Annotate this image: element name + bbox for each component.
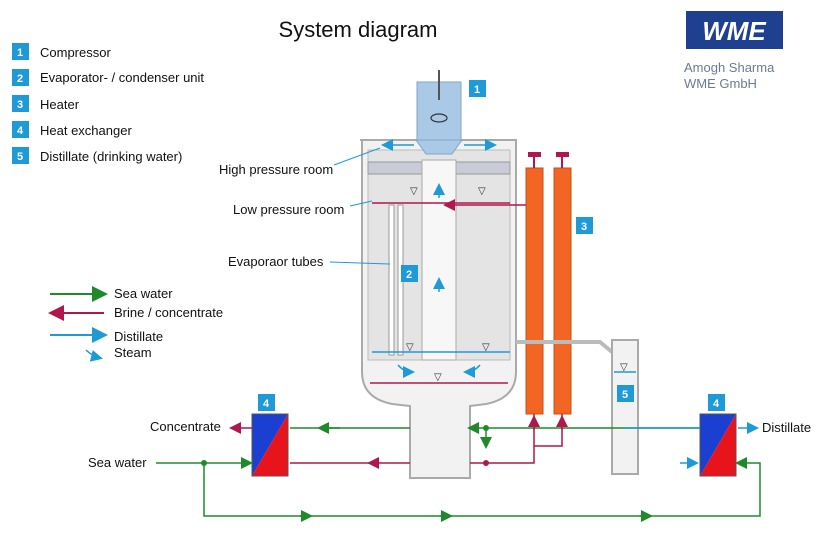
distillate-pipe	[516, 340, 614, 354]
legend-line-steam	[85, 349, 103, 362]
svg-text:4: 4	[17, 125, 24, 137]
label-evaporator-tubes: Evaporaor tubes	[228, 254, 324, 269]
svg-text:5: 5	[622, 389, 628, 401]
svg-text:▽: ▽	[620, 362, 628, 373]
legend: Sea water Brine / concentrate Distillate…	[48, 286, 223, 362]
label-low-pressure-room: Low pressure room	[233, 202, 344, 217]
label-high-pressure-room: High pressure room	[219, 162, 333, 177]
component-label-evaporator: Evaporator- / condenser unit	[40, 70, 204, 85]
badge-1	[12, 43, 29, 60]
svg-text:▽: ▽	[478, 186, 486, 197]
badge-5	[12, 147, 29, 164]
svg-text:5: 5	[17, 151, 23, 163]
author-name: Amogh Sharma	[684, 60, 775, 75]
svg-text:▽: ▽	[482, 342, 490, 353]
svg-text:2: 2	[406, 269, 412, 281]
wme-logo: WME	[686, 11, 783, 49]
distillate-tank: ▽	[611, 339, 639, 475]
compressor	[415, 70, 463, 155]
legend-label-steam: Steam	[114, 345, 152, 360]
label-sea-water: Sea water	[88, 455, 147, 470]
label-distillate: Distillate	[762, 420, 811, 435]
badge-hx-right	[708, 394, 725, 411]
svg-text:▽: ▽	[434, 372, 442, 383]
svg-text:3: 3	[581, 221, 587, 233]
badge-compressor	[469, 80, 486, 97]
heat-exchanger-right	[699, 413, 737, 477]
badge-distillate-tank	[617, 385, 634, 402]
svg-text:4: 4	[263, 398, 270, 410]
svg-text:1: 1	[17, 47, 23, 59]
badge-4	[12, 121, 29, 138]
svg-text:▽: ▽	[410, 186, 418, 197]
component-label-heat-exchanger: Heat exchanger	[40, 123, 132, 138]
svg-text:2: 2	[17, 73, 23, 85]
brine-lines	[229, 414, 568, 469]
steam-arrows	[381, 139, 497, 378]
svg-text:4: 4	[713, 398, 720, 410]
svg-text:▽: ▽	[406, 342, 414, 353]
legend-label-distillate: Distillate	[114, 329, 163, 344]
component-list: 1 Compressor 2 Evaporator- / condenser u…	[12, 43, 204, 164]
badge-hx-left	[258, 394, 275, 411]
component-label-compressor: Compressor	[40, 45, 111, 60]
pointer-high-pressure	[333, 147, 381, 166]
heater	[525, 152, 572, 415]
legend-label-sea-water: Sea water	[114, 286, 173, 301]
component-label-heater: Heater	[40, 97, 80, 112]
sea-water-lines	[156, 422, 761, 522]
badge-evaporator	[401, 265, 418, 282]
legend-label-brine: Brine / concentrate	[114, 305, 223, 320]
badge-heater	[576, 217, 593, 234]
label-concentrate: Concentrate	[150, 419, 221, 434]
component-label-distillate: Distillate (drinking water)	[40, 149, 182, 164]
pointer-low-pressure	[349, 200, 373, 207]
svg-text:1: 1	[474, 84, 480, 96]
logo-text: WME	[702, 16, 766, 46]
svg-text:3: 3	[17, 99, 23, 111]
page-title: System diagram	[279, 17, 438, 42]
badge-2	[12, 69, 29, 86]
author-company: WME GmbH	[684, 76, 757, 91]
heat-exchanger-left	[251, 413, 289, 477]
pointer-evap-tubes	[329, 261, 391, 265]
badge-3	[12, 95, 29, 112]
